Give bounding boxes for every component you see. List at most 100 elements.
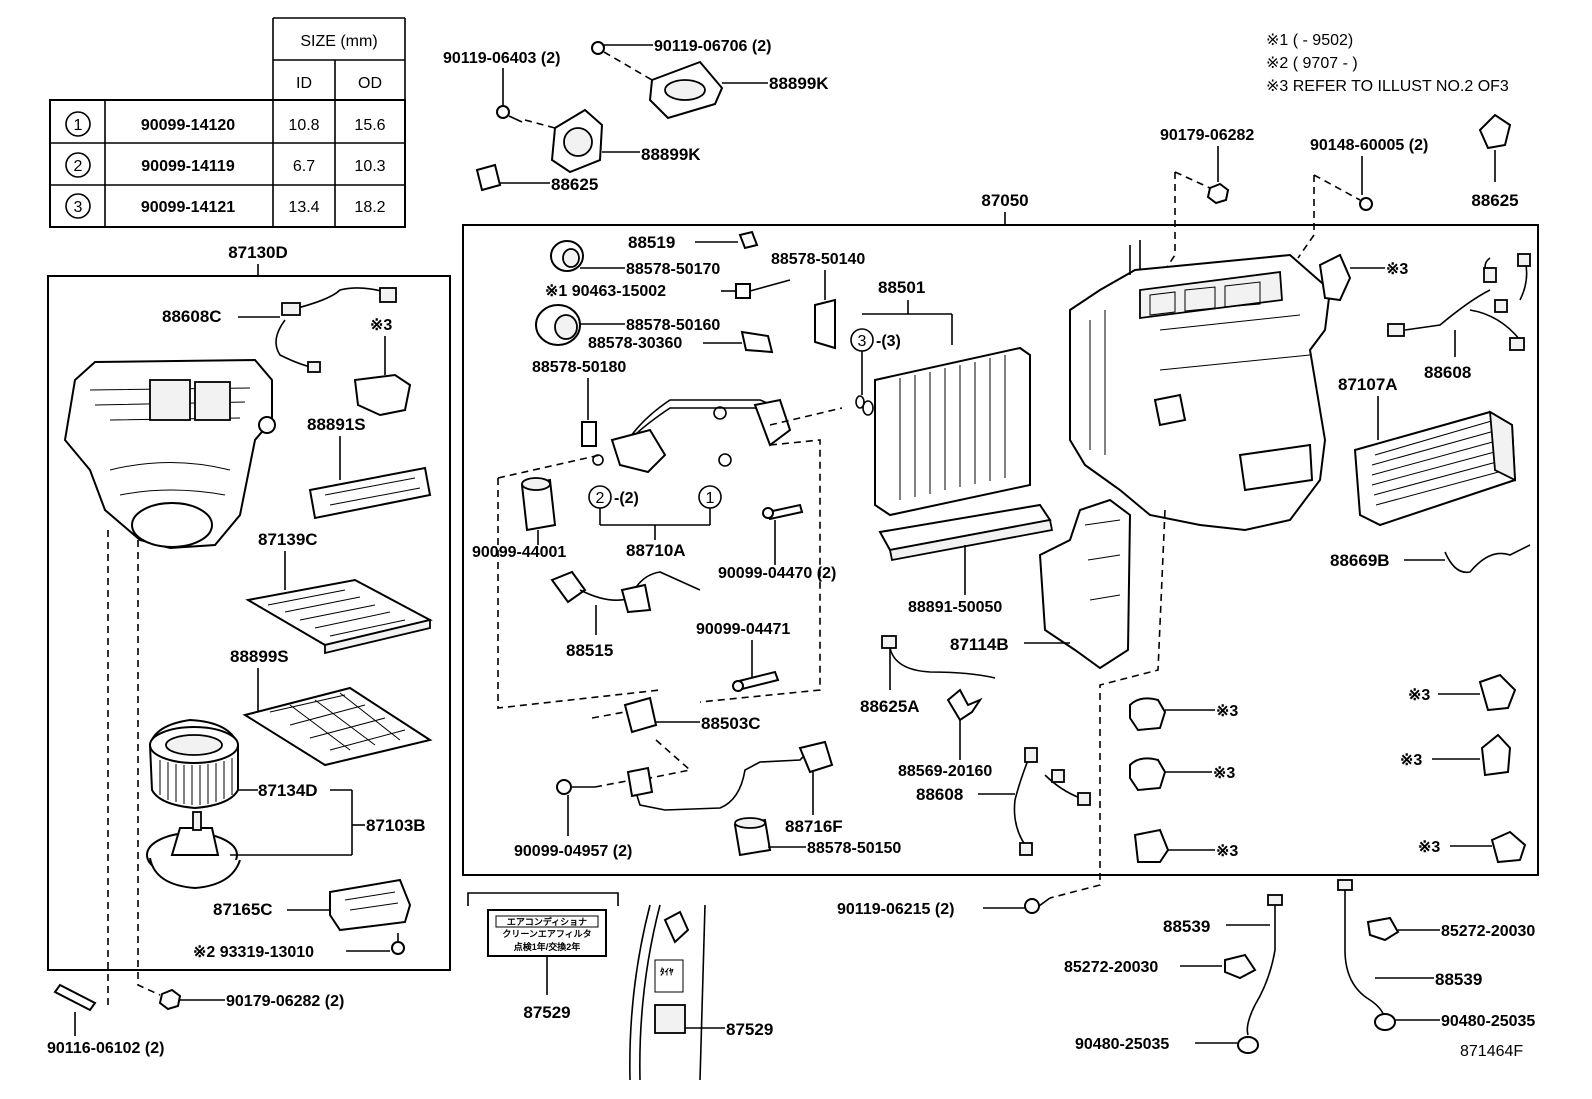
ref-3-sensors: ※3 ※3 ※3 ※3 ※3 ※3: [1129, 673, 1527, 864]
label-90179-06282: 90179-06282: [1160, 127, 1254, 144]
label-88608c: 88608C: [162, 307, 222, 326]
tube-88578-50180: [581, 421, 597, 447]
bottom-left-fasteners: 90116-06102 (2) 90179-06282 (2): [47, 983, 344, 1057]
table-row-id: 6.7: [293, 158, 315, 175]
ref-circle-2: 2: [596, 490, 605, 507]
table-row-id: 10.8: [288, 117, 319, 134]
label-87529-b: 87529: [726, 1020, 773, 1039]
sticker-small: ﾀｲﾔ: [660, 966, 674, 977]
tube-88578-30360: [740, 330, 774, 354]
label-ref-3-b: ※3: [1386, 261, 1408, 278]
nut-icon: [1206, 182, 1230, 205]
note-2: ※2 ( 9707 - ): [1266, 55, 1358, 72]
label-93319: ※2 93319-13010: [193, 944, 314, 961]
resistor-88891s: [308, 466, 432, 520]
label-88716f: 88716F: [785, 817, 843, 836]
label-88578-30360: 88578-30360: [588, 335, 682, 352]
sticker-87529: [654, 1004, 686, 1034]
label-88519: 88519: [628, 233, 675, 252]
blower-assembly-frame: 87130D 88608C ※3 88891S: [47, 243, 451, 1005]
seal-88578-50140: [814, 298, 836, 350]
blower-fan-87134d: [148, 718, 239, 810]
screw-icon: [391, 941, 405, 955]
label-88569: 88569-20160: [898, 763, 992, 780]
sensor-88569: [946, 688, 983, 722]
table-header-od: OD: [358, 75, 382, 92]
bolt-icon: [591, 41, 605, 55]
table-row-part: 90099-14119: [141, 158, 235, 175]
table-row-id: 13.4: [288, 199, 319, 216]
label-90463: ※1 90463-15002: [545, 283, 666, 300]
label-87134d: 87134D: [258, 781, 318, 800]
label-90116: 90116-06102 (2): [47, 1040, 164, 1057]
label-88625a: 88625A: [860, 697, 920, 716]
label-88578-50150: 88578-50150: [807, 840, 901, 857]
label-88710a: 88710A: [626, 541, 686, 560]
table-header-id: ID: [296, 75, 312, 92]
label-90099-44001: 90099-44001: [472, 544, 566, 561]
label-ref-3: ※3: [370, 317, 392, 334]
label-88891s: 88891S: [307, 415, 366, 434]
label-87529-a: 87529: [523, 1003, 570, 1022]
label-88578-50180: 88578-50180: [532, 359, 626, 376]
clip-88625: [475, 163, 502, 192]
label-88625-a: 88625: [551, 175, 598, 194]
label-90119-06403: 90119-06403 (2): [443, 50, 560, 67]
label-90119-06215: 90119-06215 (2): [837, 901, 954, 918]
connector-88625a: [881, 635, 897, 649]
screw-icon: [735, 283, 751, 299]
table-row-mark: 2: [74, 158, 83, 175]
label-88608-b: 88608: [916, 785, 963, 804]
label-88669b: 88669B: [1330, 551, 1390, 570]
expansion-valve-group: 88519 88578-50170 88578-50140 ※1 90463-1…: [472, 230, 901, 860]
note-3: ※3 REFER TO ILLUST NO.2 OF3: [1266, 78, 1509, 95]
label-90179-2: 90179-06282 (2): [226, 993, 344, 1010]
evaporator-88501: [874, 346, 1031, 517]
clamp-85272: [1224, 953, 1257, 980]
label-88899k-b: 88899K: [641, 145, 701, 164]
table-header-size: SIZE (mm): [300, 33, 377, 50]
label-87107a: 87107A: [1338, 375, 1398, 394]
blower-connector: [353, 373, 412, 417]
label-90480-b: 90480-25035: [1441, 1013, 1535, 1030]
sensor-ref-3: [1129, 757, 1167, 792]
label-87165c: 87165C: [213, 900, 273, 919]
size-table: SIZE (mm) ID OD 1 90099-14120 10.8 15.6 …: [49, 17, 406, 228]
bolt-icon: [1359, 197, 1373, 211]
label-90099-04957: 90099-04957 (2): [514, 843, 632, 860]
sensor-ref-3: [1129, 697, 1167, 732]
label-88578-50140: 88578-50140: [771, 251, 865, 268]
ref-label-2: -(2): [614, 490, 639, 507]
sensor-ref-3: [1133, 828, 1170, 863]
label-88503c: 88503C: [701, 714, 761, 733]
wire-harness-88608-a: [1387, 253, 1531, 351]
expansion-valve: [610, 428, 667, 474]
label-85272-b: 85272-20030: [1441, 923, 1535, 940]
wire-harness-88608c: [275, 287, 397, 373]
illustration-id: 871464F: [1460, 1043, 1523, 1060]
label-87050: 87050: [981, 191, 1028, 210]
label-88515: 88515: [566, 641, 613, 660]
blower-motor: [146, 811, 241, 890]
table-row-part: 90099-14121: [141, 199, 235, 216]
servo-87165c: [329, 878, 412, 932]
label-85272-a: 85272-20030: [1064, 959, 1158, 976]
door-panel: ﾀｲﾔ: [629, 904, 706, 1081]
sticker-line-3: 点検1年/交換2年: [514, 941, 581, 952]
bolt-icon: [556, 779, 572, 795]
bolt-icon: [496, 105, 510, 119]
label-87103b: 87103B: [366, 816, 426, 835]
note-1: ※1 ( - 9502): [1266, 32, 1353, 49]
label-ref-3-c: ※3: [1216, 703, 1238, 720]
label-88578-50160: 88578-50160: [626, 317, 720, 334]
label-87114b: 87114B: [950, 635, 1009, 654]
label-ref-3-f: ※3: [1408, 687, 1430, 704]
heater-unit-frame: 87050: [462, 191, 1539, 876]
wire-harness-88608: [1013, 747, 1091, 856]
ref-circle-1: 1: [706, 490, 715, 507]
label-90148: 90148-60005 (2): [1310, 137, 1428, 154]
table-row-mark: 1: [74, 117, 83, 134]
drain-hoses: 88539 85272-20030 90480-25035 85272-2003…: [1064, 879, 1535, 1060]
clamp-85272: [1366, 916, 1400, 942]
